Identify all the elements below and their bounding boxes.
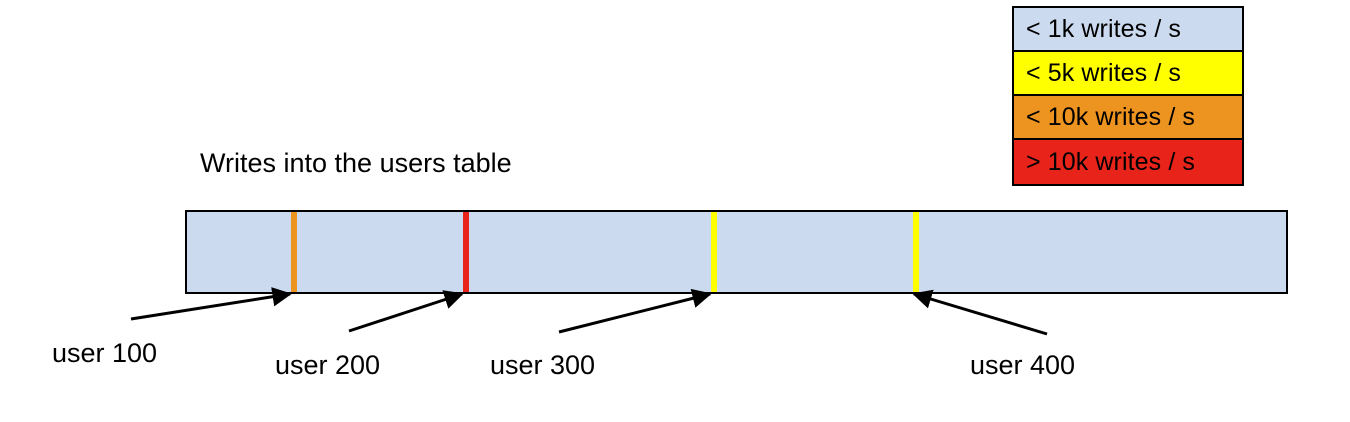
hotspot-stripe-user-300: [711, 212, 717, 292]
users-table-keyrange-bar: [185, 210, 1288, 294]
legend-label: < 10k writes / s: [1026, 102, 1196, 131]
hotspot-stripe-user-200: [463, 212, 469, 292]
chart-title: Writes into the users table: [200, 148, 512, 178]
hotspot-stripe-user-400: [913, 212, 919, 292]
arrow-user-300: [558, 288, 712, 334]
callout-label-user-100: user 100: [52, 338, 158, 368]
callout-label-user-400: user 400: [970, 350, 1076, 380]
legend: < 1k writes / s < 5k writes / s < 10k wr…: [1012, 6, 1244, 186]
legend-row-over-10k: > 10k writes / s: [1014, 140, 1242, 184]
arrow-user-100: [130, 287, 292, 321]
legend-row-under-1k: < 1k writes / s: [1014, 8, 1242, 52]
arrow-user-400: [912, 289, 1048, 336]
legend-label: < 1k writes / s: [1026, 14, 1182, 43]
hotspot-stripe-user-100: [291, 212, 297, 292]
legend-row-under-5k: < 5k writes / s: [1014, 52, 1242, 96]
legend-label: > 10k writes / s: [1026, 147, 1196, 176]
callout-label-user-200: user 200: [275, 350, 381, 380]
arrow-user-200: [348, 290, 464, 333]
legend-row-under-10k: < 10k writes / s: [1014, 96, 1242, 140]
legend-label: < 5k writes / s: [1026, 58, 1182, 87]
callout-label-user-300: user 300: [490, 350, 596, 380]
